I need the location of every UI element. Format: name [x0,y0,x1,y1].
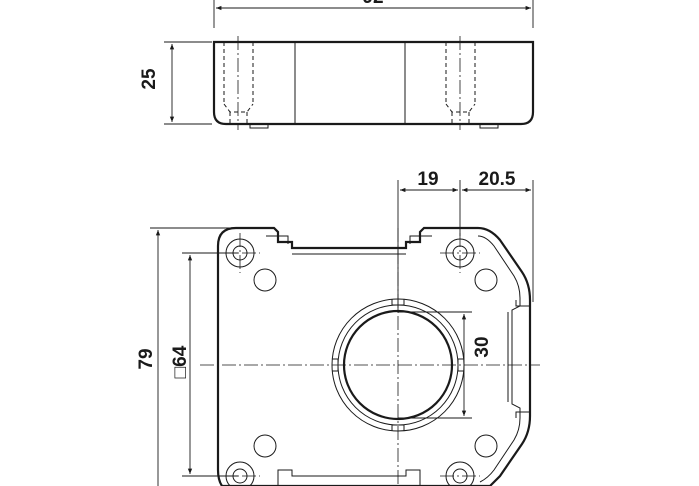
right-bracket-outline [477,235,521,483]
top-tab-left [266,235,289,244]
plate-outline [216,226,532,486]
locating-hole-bottom-left [253,434,277,458]
dim-bore: 30 [398,311,493,419]
locating-hole-top-left [253,268,277,292]
front-view: 19 20.5 [136,169,540,486]
locating-hole-top-right [474,268,498,292]
dim-square-hole: □64 [170,252,238,477]
top-tab-right [409,235,432,244]
dim-offsets: 19 20.5 [397,169,534,312]
label-width-top: 92 [362,0,383,8]
screw-hole-bottom-right [440,461,480,486]
side-hidden-screw-left [223,36,254,130]
label-offset-b: 20.5 [479,169,516,190]
label-offset-a: 19 [417,169,438,190]
label-height-side: 25 [139,68,160,90]
dim-height-total: 79 [136,227,234,486]
label-square-hole: □64 [170,345,191,378]
side-view: 92 25 [139,0,535,130]
side-body-outline [212,40,535,126]
side-foot-left [249,124,269,129]
dim-height-side: 25 [139,41,212,125]
right-bracket-clip [515,300,530,418]
screw-hole-bottom-left [220,461,260,486]
side-foot-right [479,124,499,129]
locating-hole-bottom-right [474,434,498,458]
dim-width-top: 92 [213,0,534,28]
bottom-slot [277,469,421,486]
label-height-total: 79 [136,348,157,369]
side-hidden-screw-right [445,36,476,130]
label-bore: 30 [472,336,493,357]
screw-hole-top-right [440,233,480,273]
